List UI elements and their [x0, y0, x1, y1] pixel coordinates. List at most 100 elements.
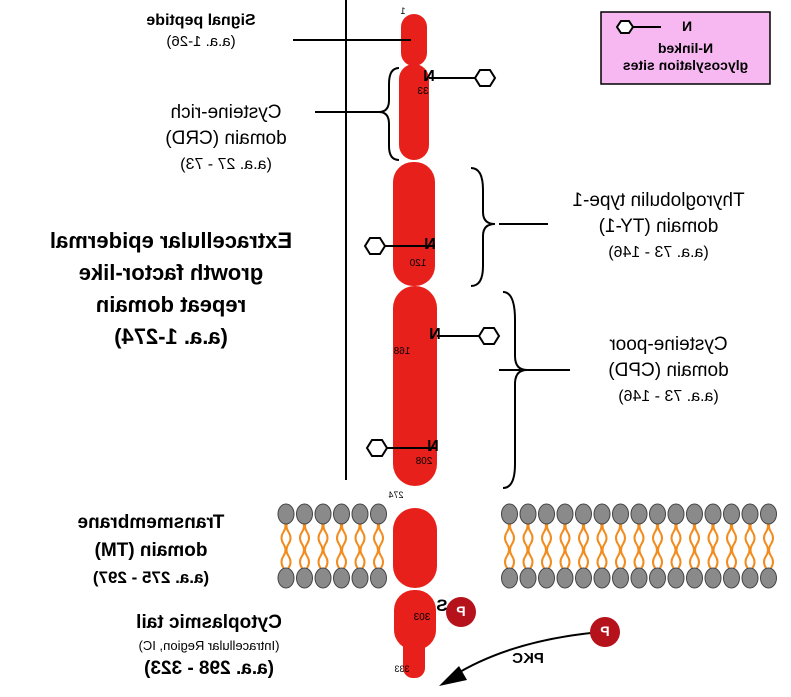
crd-line2: domain (CRD) [165, 128, 287, 149]
extracellular-line1: Extracellular epidermal [49, 228, 293, 253]
crd-brace [378, 67, 400, 161]
cpd-range: (a.a. 73 - 146) [618, 388, 719, 405]
lipid-head [575, 503, 592, 525]
lipid-head [538, 503, 555, 525]
lipid-head [667, 503, 685, 525]
lipid-head [612, 503, 629, 525]
hexose-33-icon [473, 69, 497, 87]
lipid-head [519, 503, 537, 525]
lipid-head [501, 503, 518, 525]
phospho-p2: P [600, 623, 610, 639]
signal-peptide-segment [401, 14, 427, 66]
cpd-line2: domain (CPD) [608, 360, 729, 381]
hexose-120-icon [363, 237, 387, 255]
legend-text-line1: N-linked [657, 40, 714, 56]
ty1-brace [470, 167, 496, 287]
lipid-head [538, 567, 555, 589]
lipid-head [704, 503, 722, 525]
ty1-line1: Thyroglobulin type-1 [572, 190, 745, 211]
glyco-168-label: N [429, 326, 441, 343]
lipid-head [333, 567, 350, 589]
cpd-brace [502, 291, 528, 489]
glyco-120-label: N [424, 236, 436, 253]
lipid-head [612, 567, 629, 589]
lipid-head [277, 567, 295, 589]
lipid-head [314, 503, 332, 525]
lipid-head [519, 567, 537, 589]
lipid-head [630, 503, 648, 525]
glyco-208-label: N [427, 438, 439, 455]
lipid-head [501, 567, 518, 589]
lipid-head [333, 503, 350, 525]
cpd-line1: Cysteine-poor [609, 334, 728, 355]
signal-range: (a.a. 1-26) [166, 33, 236, 50]
lipid-head [351, 567, 369, 589]
ty1-range: (a.a. 73 - 146) [608, 244, 709, 261]
lipid-head [686, 503, 703, 525]
lipid-head [667, 567, 685, 589]
crd-range: (a.a. 27 - 73) [180, 156, 272, 173]
lipid-head [723, 567, 740, 589]
residue-33: 33 [417, 86, 429, 97]
crd-line1: Cysteine-rich [170, 102, 282, 123]
hexose-208-icon [365, 439, 389, 457]
lipid-head [649, 503, 666, 525]
lipid-head [296, 503, 313, 525]
residue-168: 168 [393, 346, 411, 357]
lipid-head [556, 503, 574, 525]
residue-274: 274 [388, 490, 404, 500]
cpd-segment [393, 286, 437, 486]
tm-line1: Transmembrane [77, 512, 225, 533]
lipid-head [686, 567, 703, 589]
tm-line2: domain (TM) [94, 540, 208, 561]
pkc-arrow [452, 631, 602, 677]
cytoplasmic-line1: Cytoplasmic tail [136, 612, 282, 633]
phospho-site-circle [446, 597, 476, 627]
crd-segment [399, 64, 429, 160]
lipid-head [314, 567, 332, 589]
lipid-head [277, 503, 295, 525]
lipid-head [370, 503, 387, 525]
hexose-168-icon [477, 327, 501, 345]
cytoplasmic-line2: (Intracellular Region, IC) [138, 638, 280, 653]
phospho-free-circle [590, 617, 620, 647]
residue-208: 208 [415, 456, 433, 467]
ty1-line2: domain (TY-1) [598, 216, 719, 237]
legend-text-line2: glycosylation sites [622, 57, 749, 73]
lipid-head [556, 567, 574, 589]
lipid-head [351, 503, 369, 525]
lipid-head [649, 567, 666, 589]
lipid-head [723, 503, 740, 525]
pkc-arrowhead-icon [439, 666, 467, 686]
residue-1: 1 [400, 6, 406, 16]
glyco-33-label: N [423, 68, 435, 85]
lipid-head [593, 567, 611, 589]
lipid-head [575, 567, 592, 589]
cytoplasmic-tail-segment [403, 636, 425, 678]
lipid-head [630, 567, 648, 589]
residue-120: 120 [409, 258, 427, 269]
lipid-bilayer [277, 503, 777, 589]
phospho-p1: P [456, 603, 466, 619]
lipid-head [760, 567, 777, 589]
extracellular-line2: growth factor-like [78, 260, 264, 285]
extracellular-line3: repeat domain [95, 292, 247, 317]
tm-range: (a.a. 275 - 297) [92, 568, 210, 587]
lipid-head [704, 567, 722, 589]
legend-symbol: N [681, 18, 693, 34]
legend-hexose-icon [615, 20, 635, 34]
extracellular-range: (a.a. 1-274) [114, 324, 228, 349]
cytoplasmic-range: (a.a. 298 - 323) [144, 658, 274, 679]
lipid-head [760, 503, 777, 525]
signal-title: Signal peptide [146, 12, 256, 29]
ty1-segment [393, 162, 435, 286]
residue-333: 333 [394, 664, 410, 674]
lipid-head [741, 567, 759, 589]
lipid-head [370, 567, 387, 589]
phospho-site-label: S [436, 596, 448, 615]
lipid-head [296, 567, 313, 589]
protein-chain [393, 14, 437, 678]
pkc-label: PKC [512, 650, 544, 667]
